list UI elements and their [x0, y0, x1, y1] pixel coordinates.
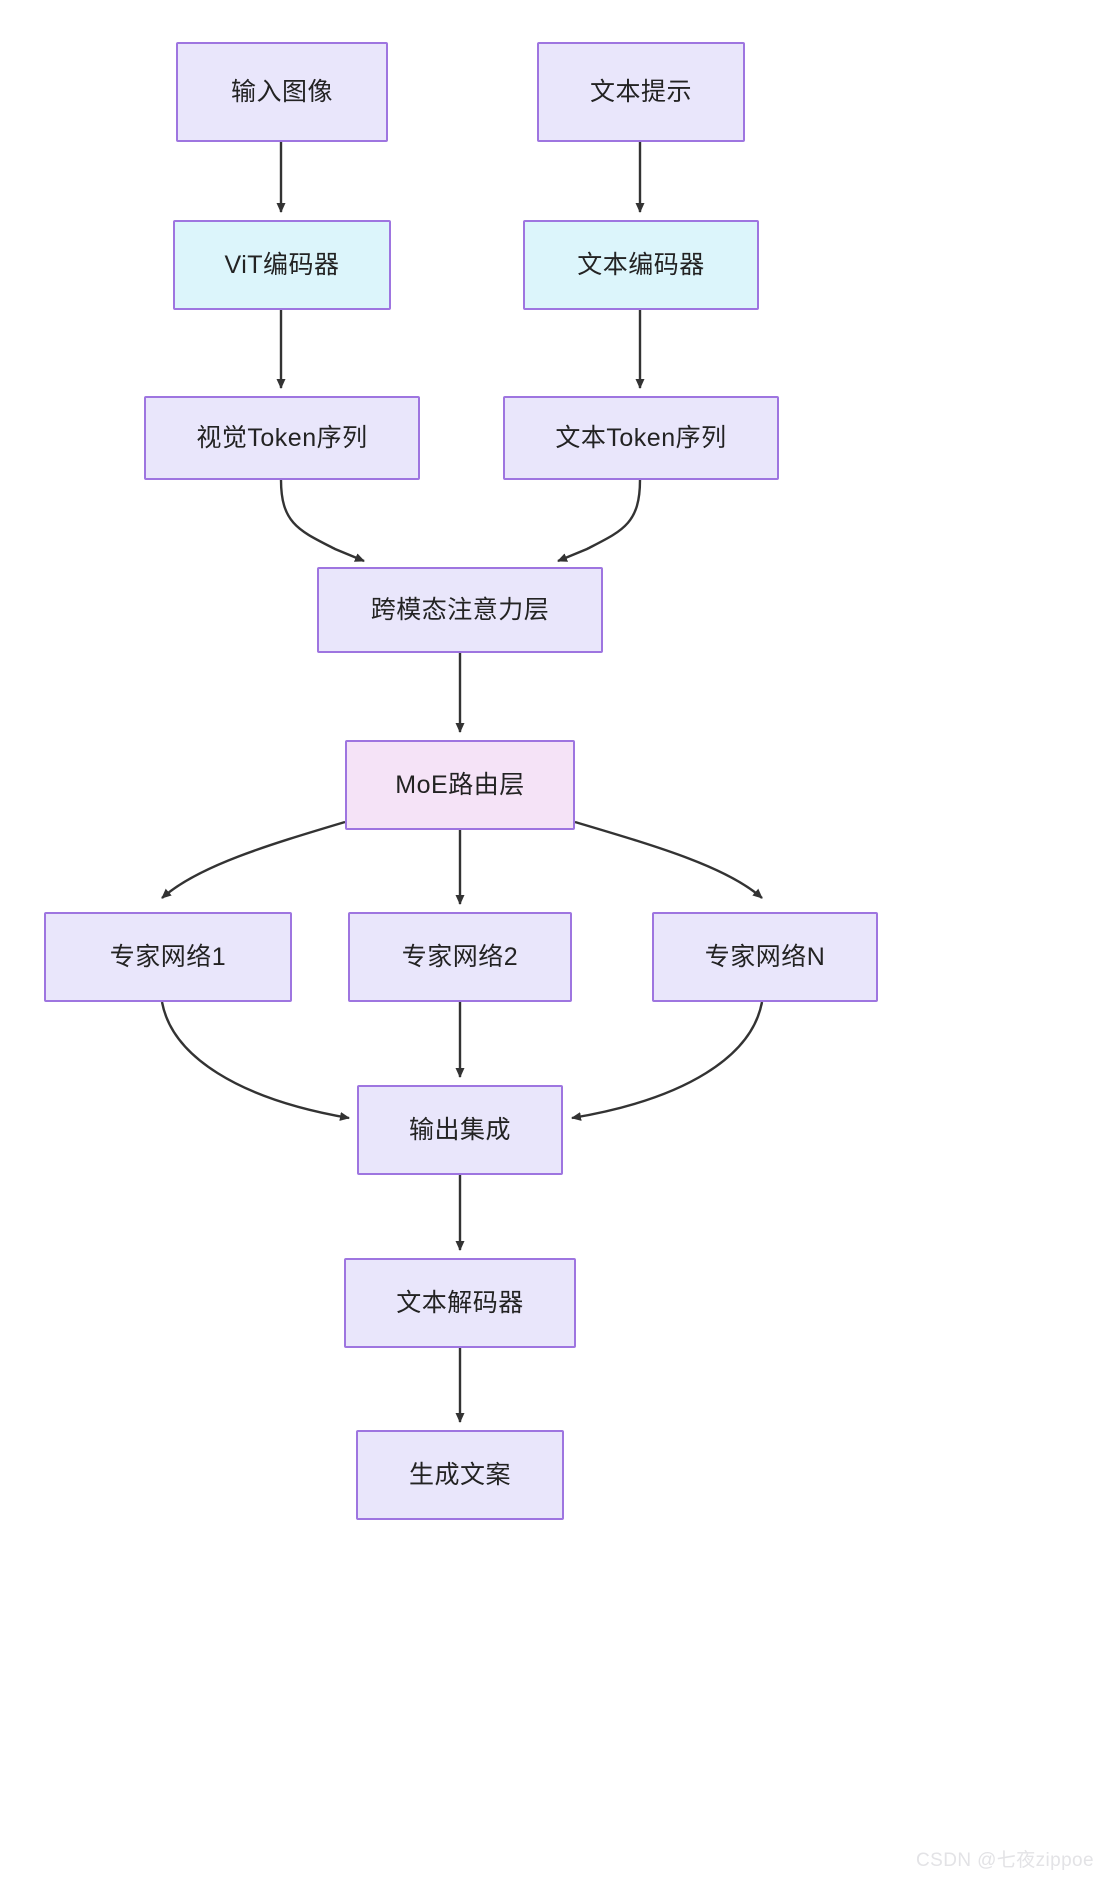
node-generated-copy[interactable]: 生成文案: [356, 1430, 564, 1520]
edge-expert-1-to-output-merge: [160, 1001, 350, 1121]
node-moe-router[interactable]: MoE路由层: [345, 740, 575, 830]
node-cross-attention[interactable]: 跨模态注意力层: [317, 567, 603, 653]
edge-text-tokens-to-cross-attention: [557, 479, 642, 563]
edge-moe-router-to-expert-n: [574, 820, 763, 899]
node-vit-encoder[interactable]: ViT编码器: [173, 220, 391, 310]
edge-moe-router-to-expert-1: [161, 820, 346, 899]
node-text-tokens[interactable]: 文本Token序列: [503, 396, 779, 480]
node-expert-2[interactable]: 专家网络2: [348, 912, 572, 1002]
node-text-decoder[interactable]: 文本解码器: [344, 1258, 576, 1348]
watermark-text: CSDN @七夜zippoe: [916, 1850, 1094, 1871]
node-text-prompt[interactable]: 文本提示: [537, 42, 745, 142]
node-text-encoder[interactable]: 文本编码器: [523, 220, 759, 310]
node-visual-tokens[interactable]: 视觉Token序列: [144, 396, 420, 480]
edge-expert-n-to-output-merge: [571, 1001, 764, 1121]
node-expert-1[interactable]: 专家网络1: [44, 912, 292, 1002]
node-output-merge[interactable]: 输出集成: [357, 1085, 563, 1175]
edge-visual-tokens-to-cross-attention: [279, 479, 365, 563]
node-expert-n[interactable]: 专家网络N: [652, 912, 878, 1002]
node-input-image[interactable]: 输入图像: [176, 42, 388, 142]
